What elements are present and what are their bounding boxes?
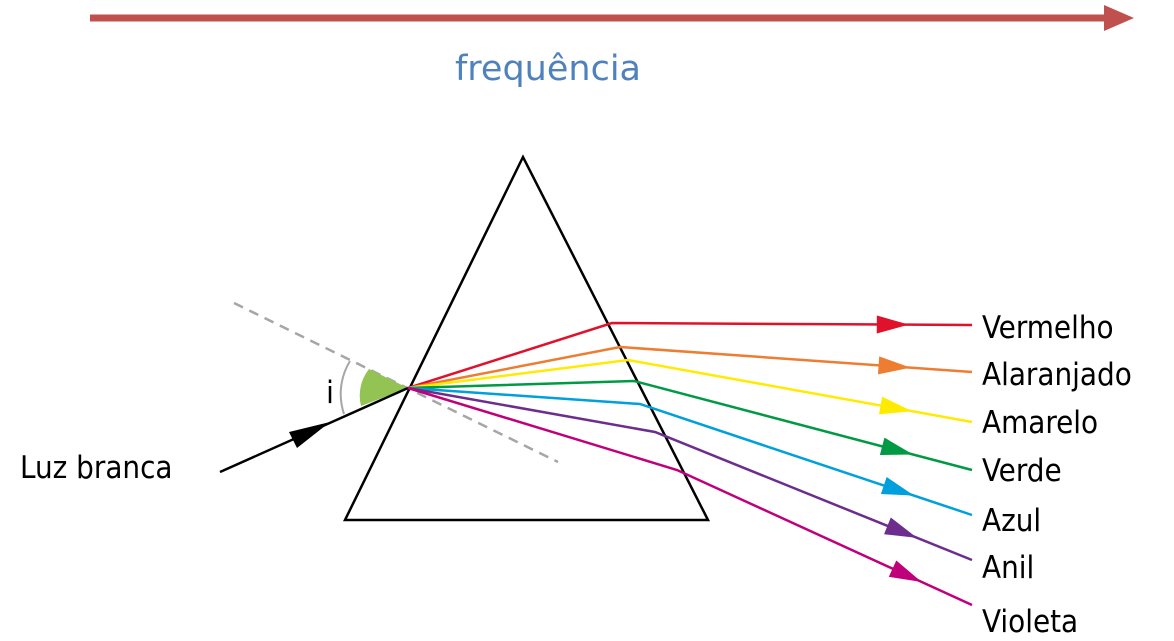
ray-label-anil: Anil [982,550,1034,586]
angle-label: i [326,375,334,411]
prism [342,154,711,522]
ray-label-amarelo: Amarelo [982,405,1098,441]
ray-alaranjado [407,345,973,390]
ray-label-violeta: Violeta [982,604,1078,640]
ray-arrowhead-alaranjado [877,356,911,375]
incident-label: Luz branca [20,450,173,486]
ray-arrowhead-azul [880,476,915,496]
ray-anil [407,386,973,562]
ray-label-verde: Verde [982,453,1062,489]
incidence-angle-arc [339,360,351,415]
frequency-arrowhead [1104,5,1134,31]
ray-arrowhead-anil [884,517,918,538]
ray-label-vermelho: Vermelho [982,310,1114,346]
ray-arrowhead-violeta [888,560,922,582]
incident-ray-arrowhead [289,422,330,448]
ray-arrowhead-vermelho [876,315,909,334]
ray-label-azul: Azul [982,503,1041,539]
ray-vermelho [407,321,973,390]
ray-violeta [407,386,973,607]
ray-label-alaranjado: Alaranjado [982,357,1132,393]
color-labels: VermelhoAlaranjadoAmareloVerdeAzulAnilVi… [982,310,1132,640]
ray-arrowhead-amarelo [878,396,913,415]
normal-line [233,301,559,464]
ray-verde [407,379,973,472]
incidence-angle-wedge [359,369,408,406]
ray-azul [407,386,973,517]
dispersed-rays [407,315,973,607]
ray-amarelo [407,358,973,424]
frequency-label: frequência [455,49,641,89]
ray-arrowhead-verde [879,437,914,456]
